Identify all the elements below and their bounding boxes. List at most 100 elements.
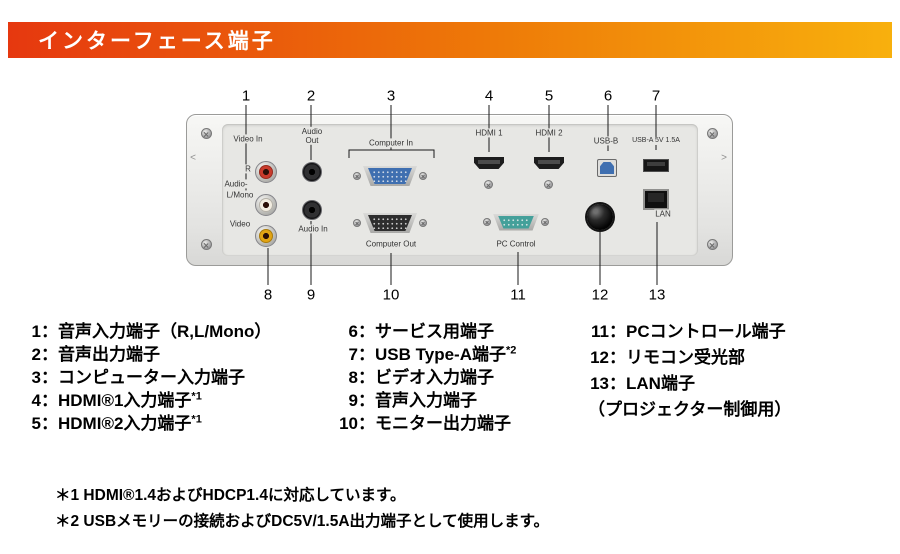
legend-text: サービス用端子 (375, 317, 494, 342)
page-title: インターフェース端子 (38, 30, 276, 53)
callout-number-13: 13 (648, 286, 666, 304)
panel-edge-mark-right: > (721, 152, 727, 164)
section-title-banner: インターフェース端子 (8, 22, 892, 58)
legend-text: HDMI®1入力端子*1 (58, 386, 202, 411)
usb-b-port (597, 159, 617, 177)
legend-text-main: 音声入力端子（R,L/Mono） (58, 322, 272, 341)
legend-text: HDMI®2入力端子*1 (58, 409, 202, 434)
legend-item: 12： リモコン受光部 (588, 343, 791, 369)
legend-text-main: HDMI®2入力端子 (58, 414, 192, 433)
legend-number: 3： (31, 368, 58, 387)
callout-number-9: 9 (306, 286, 316, 304)
callout-number-6: 6 (603, 87, 613, 105)
legend-item: 11： PCコントロール端子 (588, 317, 791, 343)
audio-in-jack (302, 200, 322, 220)
dsub-shell (493, 213, 539, 231)
legend-superscript: *1 (191, 413, 202, 426)
legend-number: 8： (348, 368, 375, 387)
callout-number-3: 3 (386, 87, 396, 105)
callout-number-11: 11 (510, 286, 526, 304)
legend-superscript: *1 (191, 390, 202, 403)
legend-text-main: 音声出力端子 (58, 345, 160, 364)
computer-out-connector (353, 212, 427, 234)
callout-number-8: 8 (263, 286, 273, 304)
connector-screw (483, 218, 491, 226)
connector-screw (419, 219, 427, 227)
label-computer-out: Computer Out (364, 239, 418, 249)
label-video: Video (228, 219, 252, 229)
label-l-mono: L/Mono (225, 190, 255, 200)
hdmi1-port (474, 157, 504, 169)
panel-screw (201, 128, 212, 139)
legend-text: （プロジェクター制御用） (588, 400, 792, 419)
legend-item: 13： LAN端子 (588, 369, 791, 395)
legend-text-main: モニター出力端子 (375, 414, 511, 433)
callout-number-1: 1 (241, 87, 251, 105)
label-lan: LAN (654, 209, 672, 219)
legend-item-note: （プロジェクター制御用） (588, 395, 791, 421)
footnote-2: ＊2 USBメモリーの接続およびDC5V/1.5A出力端子として使用します。 (55, 513, 550, 530)
legend-number: 11： (591, 322, 626, 341)
callout-number-10: 10 (382, 286, 400, 304)
label-usb-a: USB-A 5V 1.5A (631, 136, 681, 146)
legend-item: 7： USB Type-A端子*2 (337, 340, 517, 365)
pc-control-connector (483, 213, 549, 231)
panel-screw (201, 239, 212, 250)
label-usb-b: USB-B (592, 136, 620, 146)
panel-screw (544, 180, 553, 189)
legend-item: 5： HDMI®2入力端子*1 (30, 409, 271, 434)
legend-column-2: 6： サービス用端子 7： USB Type-A端子*2 8： ビデオ入力端子 … (337, 317, 517, 433)
audio-out-jack (302, 162, 322, 182)
legend-superscript: *2 (505, 344, 517, 357)
legend-number: 4： (31, 391, 58, 410)
hdmi2-port (534, 157, 564, 169)
legend-item: 6： サービス用端子 (337, 317, 516, 342)
legend-item: 10： モニター出力端子 (337, 409, 516, 433)
legend-item: 9： 音声入力端子 (337, 386, 516, 411)
legend-column-1: 1： 音声入力端子（R,L/Mono） 2： 音声出力端子 3： コンピューター… (30, 317, 272, 434)
legend-item: 2： 音声出力端子 (30, 340, 271, 365)
callout-number-2: 2 (306, 87, 316, 105)
legend-text-main: サービス用端子 (375, 322, 494, 341)
panel-screw (707, 128, 718, 139)
lan-port (643, 189, 669, 210)
legend-text-main: コンピューター入力端子 (58, 368, 245, 387)
connector-screw (541, 218, 549, 226)
callout-number-7: 7 (651, 87, 661, 105)
dsub-inner (498, 215, 534, 229)
legend-item: 1： 音声入力端子（R,L/Mono） (30, 317, 272, 341)
legend-text: LAN端子 (626, 374, 695, 393)
rca-jack-audio-l-mono (255, 194, 277, 216)
connector-screw (353, 219, 361, 227)
legend-number: 1： (31, 322, 58, 341)
panel-screw (707, 239, 718, 250)
dsub-inner (368, 168, 412, 184)
rca-jack-audio-r (255, 161, 277, 183)
legend-number: 7： (348, 345, 375, 364)
label-audio: Audio- (223, 179, 249, 189)
label-hdmi2: HDMI 2 (534, 128, 564, 138)
legend-number: 12： (590, 348, 626, 367)
legend-text: PCコントロール端子 (626, 322, 786, 341)
computer-in-connector (353, 165, 427, 187)
callout-number-12: 12 (591, 286, 609, 304)
footnote-1: ＊1 HDMI®1.4およびHDCP1.4に対応しています。 (55, 487, 406, 504)
label-audio-out: Audio Out (300, 126, 324, 146)
legend-text-main: ビデオ入力端子 (375, 368, 494, 387)
connector-recess (222, 124, 698, 256)
legend-text: USB Type-A端子*2 (375, 340, 516, 365)
callout-number-4: 4 (484, 87, 494, 105)
legend-text-main: HDMI®1入力端子 (58, 391, 192, 410)
dsub-shell (363, 213, 417, 233)
legend-number: 9： (348, 391, 375, 410)
legend-text: コンピューター入力端子 (58, 363, 245, 388)
legend-number: 2： (31, 345, 58, 364)
legend-text: リモコン受光部 (626, 348, 745, 367)
dsub-inner (368, 215, 412, 231)
legend-text: 音声出力端子 (58, 340, 160, 365)
legend-number: 5： (31, 414, 58, 433)
legend-text: 音声入力端子 (375, 386, 477, 411)
panel-edge-mark-left: < (190, 152, 196, 164)
legend-text-main: 音声入力端子 (375, 391, 477, 410)
